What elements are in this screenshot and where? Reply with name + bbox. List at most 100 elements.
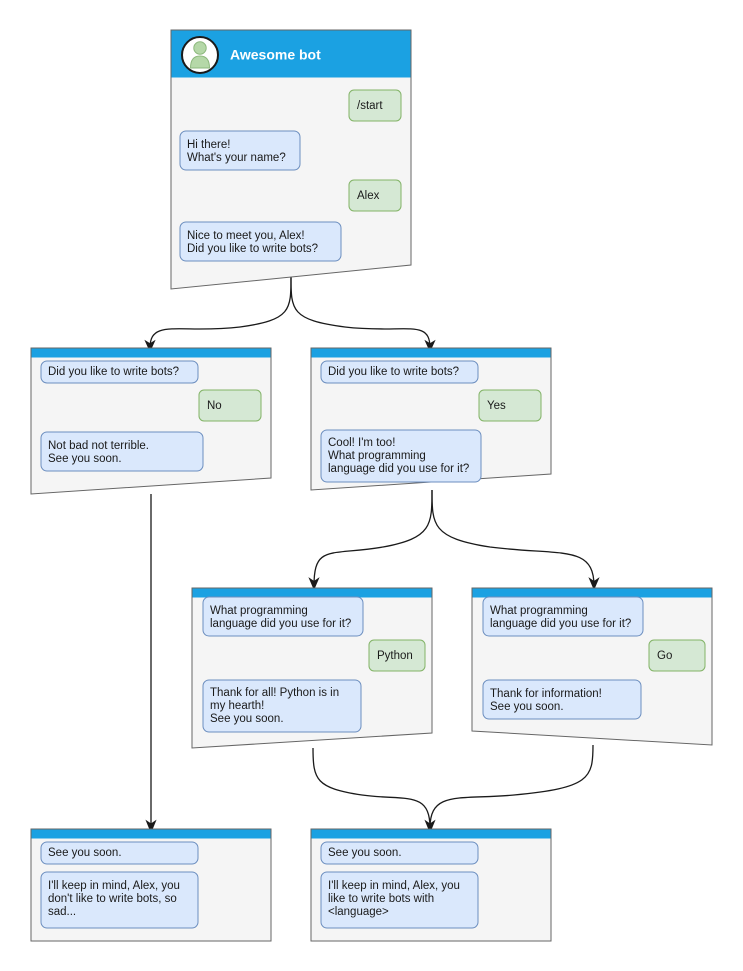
message-user-name[interactable]: Alex (348, 179, 402, 212)
message-bot-nice-to-meet[interactable]: Nice to meet you, Alex! Did you like to … (179, 221, 342, 262)
edge-root-to-no (149, 276, 292, 349)
message-bot-farewell[interactable]: See you soon. (320, 841, 479, 865)
bubble-user-python (368, 639, 426, 672)
bubble-line: Cool! I'm too! (328, 437, 395, 449)
edge-go-to-end-happy (429, 744, 594, 829)
message-bot-keep-in-mind-sad[interactable]: I'll keep in mind, Alex, you don't like … (40, 871, 199, 929)
bubble-line: What programming (490, 605, 588, 617)
bubble-line: Python (377, 650, 413, 662)
message-user-yes[interactable]: Yes (478, 389, 542, 422)
node-root[interactable]: Awesome bot /start Hi there! What's your… (170, 29, 412, 290)
node-python-branch[interactable]: What programming language did you use fo… (191, 587, 433, 749)
bubble-line: See you soon. (328, 847, 402, 859)
bubble-line: See you soon. (210, 713, 284, 725)
message-bot-keep-in-mind-happy[interactable]: I'll keep in mind, Alex, you like to wri… (320, 871, 479, 929)
edge-python-to-end-happy (312, 747, 431, 829)
node-yes-branch-header-bar (311, 348, 551, 358)
node-python-branch-header-bar (192, 588, 432, 598)
bubble-bot-keep-in-mind-happy (320, 871, 479, 929)
message-bot-farewell[interactable]: Not bad not terrible. See you soon. (40, 431, 204, 472)
bubble-bot-farewell (40, 431, 204, 472)
bubble-user-go (648, 639, 706, 672)
message-user-no[interactable]: No (198, 389, 262, 422)
bubble-user-no (198, 389, 262, 422)
bubble-line: Alex (357, 190, 380, 202)
message-bot-language-question[interactable]: Cool! I'm too! What programming language… (320, 429, 482, 483)
bubble-line: Did you like to write bots? (48, 366, 179, 378)
bubble-bot-thanks-go (482, 679, 642, 720)
bubble-user-yes (478, 389, 542, 422)
bubble-bot-greeting (179, 130, 301, 171)
message-user-python[interactable]: Python (368, 639, 426, 672)
bubble-line: sad... (48, 906, 76, 918)
node-no-branch[interactable]: Did you like to write bots? No Not bad n… (30, 347, 272, 495)
bubble-line: Thank for all! Python is in (210, 687, 339, 699)
message-bot-language-question[interactable]: What programming language did you use fo… (202, 596, 364, 637)
bubble-line: What's your name? (187, 152, 286, 164)
bubble-line: language did you use for it? (328, 463, 469, 475)
node-yes-branch[interactable]: Did you like to write bots? Yes Cool! I'… (310, 347, 552, 491)
bubble-line: Did you like to write bots? (187, 243, 318, 255)
bubble-line: like to write bots with (328, 893, 434, 905)
message-bot-question[interactable]: Did you like to write bots? (40, 360, 199, 384)
message-user-go[interactable]: Go (648, 639, 706, 672)
arrowhead-root-to-yes (424, 339, 436, 353)
message-bot-greeting[interactable]: Hi there! What's your name? (179, 130, 301, 171)
arrowhead-no-to-end-sad (145, 819, 157, 834)
bubble-line: my hearth! (210, 700, 264, 712)
connectors-layer (144, 276, 600, 834)
bubble-bot-farewell (320, 841, 479, 865)
edge-yes-to-python (313, 489, 433, 587)
edge-root-to-yes (290, 276, 431, 349)
node-end-sad[interactable]: See you soon. I'll keep in mind, Alex, y… (30, 828, 272, 942)
bubble-line: See you soon. (48, 847, 122, 859)
bubble-bot-keep-in-mind-sad (40, 871, 199, 929)
message-bot-thanks-python[interactable]: Thank for all! Python is in my hearth! S… (202, 679, 362, 733)
bubble-line: I'll keep in mind, Alex, you (328, 880, 460, 892)
node-go-branch-header-bar (472, 588, 712, 598)
bubble-bot-language-question (320, 429, 482, 483)
bubble-line: No (207, 400, 222, 412)
message-bot-farewell[interactable]: See you soon. (40, 841, 199, 865)
bubble-bot-language-question (482, 596, 644, 637)
bubble-bot-thanks-python (202, 679, 362, 733)
bubble-line: Go (657, 650, 672, 662)
bubble-user-name (348, 179, 402, 212)
node-root-title: Awesome bot (230, 47, 321, 63)
bubble-bot-nice-to-meet (179, 221, 342, 262)
bubble-line: What programming (210, 605, 308, 617)
bubble-line: What programming (328, 450, 426, 462)
bubble-line: Nice to meet you, Alex! (187, 230, 305, 242)
arrowhead-root-to-no (144, 339, 156, 353)
bubble-line: language did you use for it? (210, 618, 351, 630)
bubble-line: Did you like to write bots? (328, 366, 459, 378)
bubble-line: language did you use for it? (490, 618, 631, 630)
bubble-bot-language-question (202, 596, 364, 637)
node-no-branch-header-bar (31, 348, 271, 358)
node-go-branch[interactable]: What programming language did you use fo… (471, 587, 713, 746)
bubble-line: /start (357, 100, 383, 112)
bubble-line: See you soon. (490, 701, 564, 713)
bubble-line: <language> (328, 906, 389, 918)
bubble-user-start (348, 89, 402, 122)
bubble-line: See you soon. (48, 453, 122, 465)
bubble-bot-question (40, 360, 199, 384)
message-bot-language-question[interactable]: What programming language did you use fo… (482, 596, 644, 637)
message-bot-question[interactable]: Did you like to write bots? (320, 360, 479, 384)
bubble-line: don't like to write bots, so (48, 893, 177, 905)
message-user-start[interactable]: /start (348, 89, 402, 122)
message-bot-thanks-go[interactable]: Thank for information! See you soon. (482, 679, 642, 720)
arrowhead-to-end-happy (424, 819, 436, 834)
person-avatar-icon (181, 36, 219, 74)
bubble-line: Yes (487, 400, 506, 412)
edge-yes-to-go (431, 489, 595, 587)
arrowhead-yes-to-go (588, 577, 600, 591)
arrowhead-yes-to-python (308, 577, 320, 591)
bubble-bot-farewell (40, 841, 199, 865)
bubble-line: Not bad not terrible. (48, 440, 149, 452)
bubble-line: I'll keep in mind, Alex, you (48, 880, 180, 892)
node-end-sad-header-bar (31, 829, 271, 839)
bubble-bot-question (320, 360, 479, 384)
node-end-happy[interactable]: See you soon. I'll keep in mind, Alex, y… (310, 828, 552, 942)
